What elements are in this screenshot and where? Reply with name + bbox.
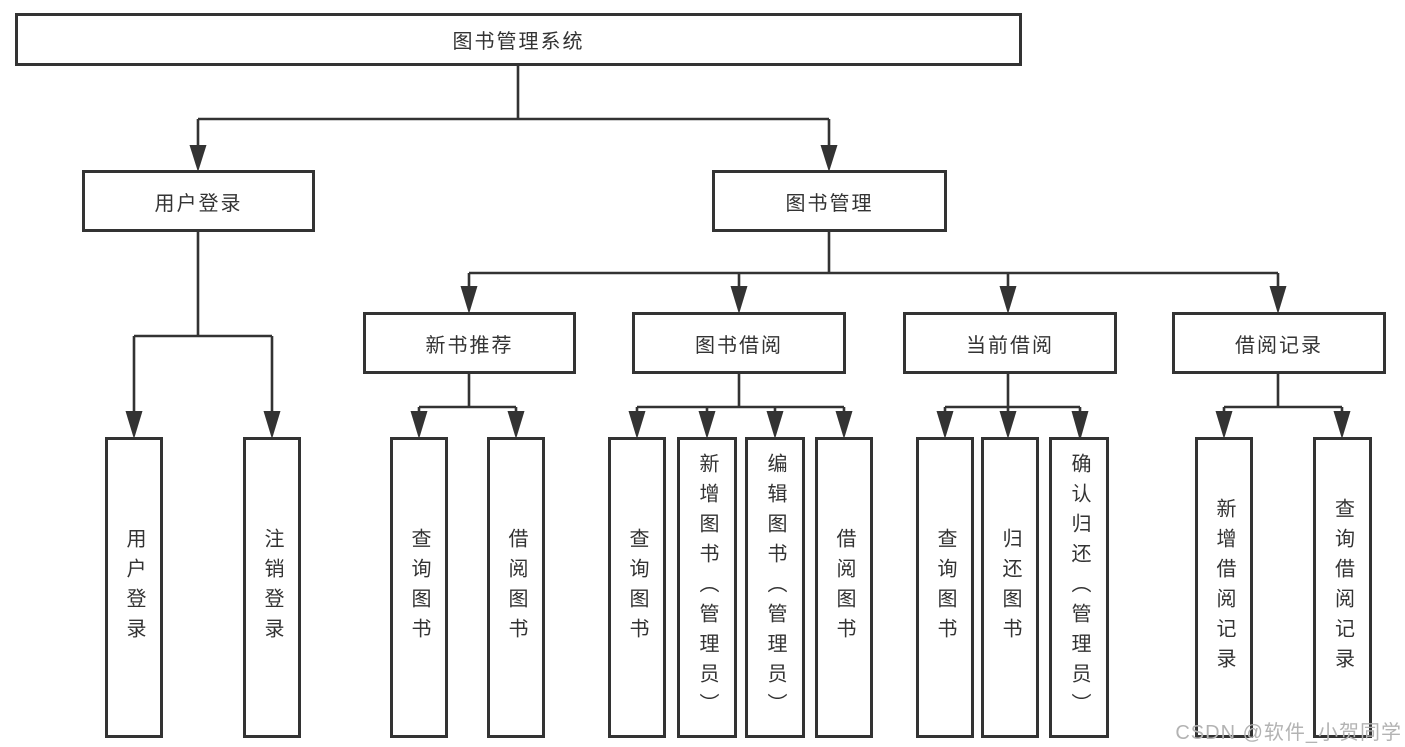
leaf-borrow-books: 借阅图书 [815,437,873,738]
csdn-watermark: CSDN @软件_小贺同学 [1175,722,1402,744]
leaf-label: 查询图书 [934,527,956,648]
node-book-management-module: 图书管理 [712,170,947,232]
leaf-return-books: 归还图书 [981,437,1039,738]
leaf-user-login: 用户登录 [105,437,163,738]
leaf-borrow-books-recommend: 借阅图书 [487,437,545,738]
leaf-edit-books-admin: 编辑图书（管理员） [745,437,805,738]
leaf-label: 借阅图书 [833,527,855,648]
leaf-label: 借阅图书 [505,527,527,648]
leaf-logout: 注销登录 [243,437,301,738]
leaf-label: 用户登录 [123,527,145,648]
leaf-label: 注销登录 [261,527,283,648]
leaf-query-books-current: 查询图书 [916,437,974,738]
leaf-label: 新增借阅记录 [1213,497,1235,678]
leaf-label: 查询借阅记录 [1331,497,1354,678]
leaf-query-borrow-record: 查询借阅记录 [1313,437,1372,738]
node-borrow-records: 借阅记录 [1172,312,1386,374]
leaf-label: 归还图书 [999,527,1021,648]
node-current-borrow: 当前借阅 [903,312,1117,374]
leaf-query-books-borrow: 查询图书 [608,437,666,738]
leaf-label: 确认归还（管理员） [1068,452,1090,723]
leaf-query-books-recommend: 查询图书 [390,437,448,738]
leaf-label: 查询图书 [408,527,430,648]
leaf-add-borrow-record: 新增借阅记录 [1195,437,1253,738]
leaf-label: 编辑图书（管理员） [764,452,786,723]
node-library-management-system: 图书管理系统 [15,13,1022,66]
leaf-confirm-return-admin: 确认归还（管理员） [1049,437,1109,738]
leaf-label: 新增图书（管理员） [696,452,718,723]
node-user-login-module: 用户登录 [82,170,315,232]
leaf-label: 查询图书 [626,527,648,648]
node-new-book-recommend: 新书推荐 [363,312,576,374]
node-book-borrow: 图书借阅 [632,312,846,374]
leaf-add-books-admin: 新增图书（管理员） [677,437,737,738]
